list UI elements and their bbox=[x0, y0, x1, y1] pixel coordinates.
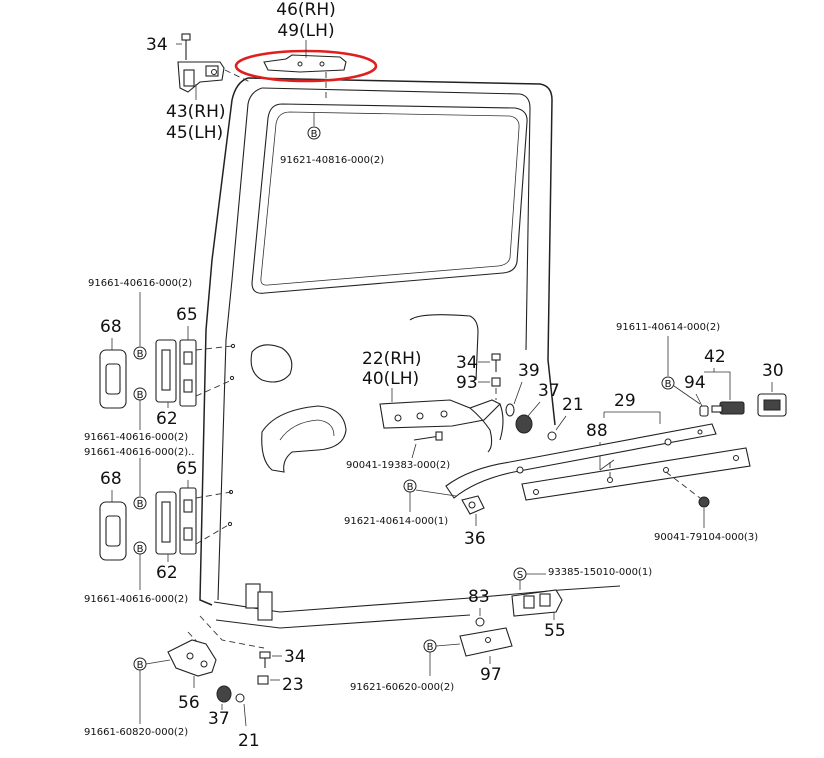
callout-91621-40816: 91621-40816-000(2) bbox=[280, 155, 384, 166]
part-22-40-center-hinge bbox=[379, 399, 501, 429]
part-56-hinge-bottom bbox=[167, 639, 217, 677]
b-marker-l1 bbox=[133, 346, 147, 360]
callout-93385-15010: 93385-15010-000(1) bbox=[548, 567, 652, 578]
part-94-grommet bbox=[699, 405, 709, 417]
label-62-upper: 62 bbox=[156, 409, 178, 429]
part-37-bushing-center bbox=[515, 414, 533, 434]
callout-91611-40614: 91611-40614-000(2) bbox=[616, 322, 720, 333]
label-23: 23 bbox=[282, 675, 304, 695]
callout-91661-40616-1: 91661-40616-000(2) bbox=[88, 278, 192, 289]
b-marker-l3 bbox=[133, 496, 147, 510]
part-62-hinge-lower bbox=[155, 491, 177, 555]
part-43-45-hinge bbox=[177, 61, 225, 93]
b-text-l2: B bbox=[137, 390, 144, 401]
part-center-screw bbox=[413, 431, 443, 441]
label-94: 94 bbox=[684, 373, 706, 393]
callout-91661-40616-3: 91661-40616-000(2).. bbox=[84, 447, 194, 458]
b-text-l4: B bbox=[137, 544, 144, 555]
label-49lh: 49(LH) bbox=[277, 21, 334, 41]
label-62-lower: 62 bbox=[156, 563, 178, 583]
callout-91621-60620: 91621-60620-000(2) bbox=[350, 682, 454, 693]
label-21-bottom: 21 bbox=[238, 731, 260, 751]
part-37-bushing-bottom bbox=[216, 685, 232, 703]
label-93: 93 bbox=[456, 373, 478, 393]
label-88: 88 bbox=[586, 421, 608, 441]
part-65-plate-lower bbox=[179, 487, 197, 555]
b-text-r1: B bbox=[665, 379, 672, 390]
label-21-center: 21 bbox=[562, 395, 584, 415]
label-97: 97 bbox=[480, 665, 502, 685]
label-40lh: 40(LH) bbox=[362, 369, 419, 389]
label-45lh: 45(LH) bbox=[166, 123, 223, 143]
part-97-bracket bbox=[459, 627, 513, 657]
label-42: 42 bbox=[704, 347, 726, 367]
callout-91661-40616-4: 91661-40616-000(2) bbox=[84, 594, 188, 605]
part-93-nut bbox=[491, 377, 501, 387]
door-panel bbox=[199, 77, 621, 629]
b-text-bl: B bbox=[137, 660, 144, 671]
part-23-nut bbox=[257, 675, 269, 685]
label-29: 29 bbox=[614, 391, 636, 411]
label-36: 36 bbox=[464, 529, 486, 549]
door-lower-bracket bbox=[245, 583, 273, 621]
label-65-upper: 65 bbox=[176, 305, 198, 325]
part-68-hinge-upper bbox=[99, 349, 127, 409]
part-62-hinge-upper bbox=[155, 339, 177, 403]
b-marker-top bbox=[307, 126, 321, 140]
callout-91621-40614: 91621-40614-000(1) bbox=[344, 516, 448, 527]
part-90041-79104-bolt bbox=[698, 496, 710, 508]
label-43rh: 43(RH) bbox=[166, 102, 226, 122]
label-68-lower: 68 bbox=[100, 469, 122, 489]
part-34-bolt-bottom bbox=[259, 651, 271, 668]
part-21-pin-bottom bbox=[235, 693, 245, 703]
part-34-bolt-top bbox=[181, 33, 191, 60]
part-55-striker bbox=[511, 589, 563, 617]
b-text-l1: B bbox=[137, 349, 144, 360]
label-34-center: 34 bbox=[456, 353, 478, 373]
part-83-pin bbox=[475, 617, 485, 627]
label-37-bottom: 37 bbox=[208, 709, 230, 729]
callout-91661-40616-2: 91661-40616-000(2) bbox=[84, 432, 188, 443]
b-text-mid: B bbox=[407, 482, 414, 493]
label-68-upper: 68 bbox=[100, 317, 122, 337]
s-text: S bbox=[517, 570, 523, 581]
callout-90041-19383: 90041-19383-000(2) bbox=[346, 460, 450, 471]
part-29-upper-arm bbox=[445, 423, 717, 499]
part-34-bolt-center bbox=[491, 353, 501, 372]
b-marker-r1 bbox=[661, 376, 675, 390]
label-30: 30 bbox=[762, 361, 784, 381]
part-42-stopper bbox=[711, 401, 745, 415]
part-88-lower-rail bbox=[521, 447, 751, 501]
label-65-lower: 65 bbox=[176, 459, 198, 479]
label-83: 83 bbox=[468, 587, 490, 607]
label-34-top: 34 bbox=[146, 35, 168, 55]
part-68-hinge-lower bbox=[99, 501, 127, 561]
label-46rh: 46(RH) bbox=[276, 0, 336, 20]
part-21-pin-center bbox=[547, 431, 557, 441]
callout-91661-60820: 91661-60820-000(2) bbox=[84, 727, 188, 738]
b-text-l3: B bbox=[137, 499, 144, 510]
part-46-49-bracket bbox=[263, 40, 347, 73]
b-text-br: B bbox=[427, 642, 434, 653]
label-55: 55 bbox=[544, 621, 566, 641]
label-56: 56 bbox=[178, 693, 200, 713]
label-22rh: 22(RH) bbox=[362, 349, 422, 369]
b-text-top: B bbox=[311, 129, 318, 140]
part-39-washer bbox=[505, 403, 515, 417]
label-39: 39 bbox=[518, 361, 540, 381]
part-30-catch bbox=[757, 393, 787, 417]
callout-90041-79104: 90041-79104-000(3) bbox=[654, 532, 758, 543]
label-37-center: 37 bbox=[538, 381, 560, 401]
part-36-roller bbox=[461, 495, 485, 515]
part-65-plate-upper bbox=[179, 339, 197, 407]
label-34-bottom: 34 bbox=[284, 647, 306, 667]
